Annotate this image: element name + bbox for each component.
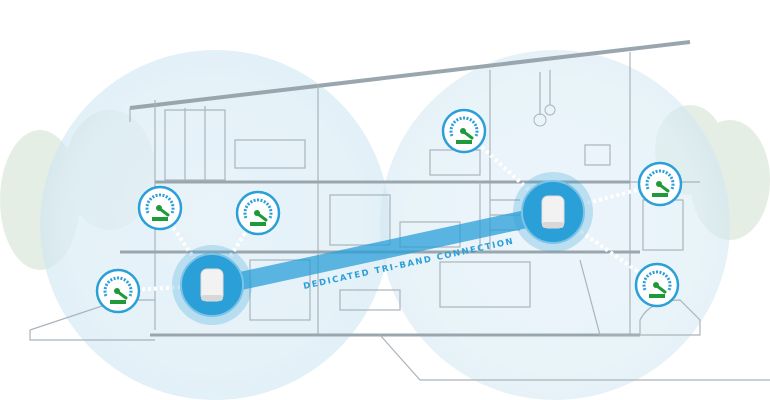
tri-band-connection-beam: [212, 204, 555, 296]
speedometer-icon: [637, 161, 683, 207]
speedometer-icon: [95, 268, 141, 314]
speedometer-icon: [235, 190, 281, 236]
speedometer-icon: [634, 262, 680, 308]
router-node: [172, 245, 252, 325]
speedometer-icon: [441, 108, 487, 154]
house-cutaway: [29, 40, 770, 381]
router-node: [513, 172, 593, 252]
speed-gauges: [95, 108, 683, 314]
router-icon: [200, 268, 224, 302]
routers: [172, 172, 593, 325]
coverage-area-left: [40, 50, 390, 400]
router-icon: [541, 195, 565, 229]
speedometer-icon: [137, 185, 183, 231]
